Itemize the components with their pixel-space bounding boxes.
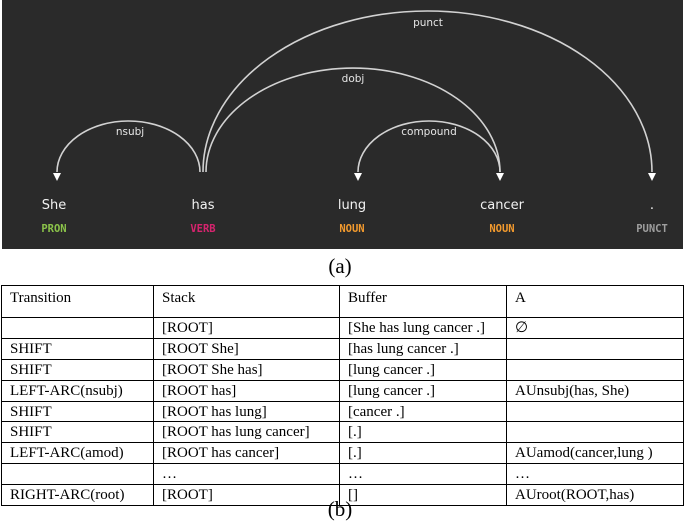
table-cell: AUnsubj(has, She) bbox=[506, 379, 684, 402]
column-header: Stack bbox=[153, 285, 340, 318]
table-cell: [] bbox=[339, 484, 507, 507]
table-cell: [ROOT She] bbox=[153, 337, 340, 360]
table-cell: [lung cancer .] bbox=[339, 379, 507, 402]
table-cell bbox=[1, 317, 154, 339]
pos-tag: PUNCT bbox=[636, 223, 668, 235]
table-cell: LEFT-ARC(amod) bbox=[1, 442, 154, 465]
table-cell bbox=[506, 358, 684, 381]
table-row: RIGHT-ARC(root)[ROOT][]AUroot(ROOT,has) bbox=[1, 484, 684, 507]
table-cell: SHIFT bbox=[1, 358, 154, 381]
table-row: SHIFT[ROOT She has][lung cancer .] bbox=[1, 358, 684, 381]
arrowhead-nsubj bbox=[53, 173, 61, 181]
table-row: LEFT-ARC(nsubj)[ROOT has][lung cancer .]… bbox=[1, 379, 684, 402]
table-cell: [.] bbox=[339, 442, 507, 465]
column-header: A bbox=[506, 285, 684, 318]
arc-compound bbox=[357, 120, 501, 173]
table-cell: [lung cancer .] bbox=[339, 358, 507, 381]
table-cell: [ROOT She has] bbox=[153, 358, 340, 381]
token-word: cancer bbox=[480, 198, 524, 213]
pos-tag: NOUN bbox=[339, 223, 364, 235]
table-cell: [ROOT has lung cancer] bbox=[153, 421, 340, 444]
arc-dobj bbox=[205, 67, 501, 173]
table-cell: [She has lung cancer .] bbox=[339, 317, 507, 339]
table-cell: LEFT-ARC(nsubj) bbox=[1, 379, 154, 402]
table-cell: SHIFT bbox=[1, 337, 154, 360]
table-cell: [ROOT has lung] bbox=[153, 400, 340, 423]
table-cell bbox=[506, 400, 684, 423]
arc-label-nsubj: nsubj bbox=[116, 126, 144, 138]
arc-nsubj bbox=[56, 120, 201, 173]
table-cell: … bbox=[506, 463, 684, 486]
pos-tag: PRON bbox=[41, 223, 66, 235]
table-cell: [.] bbox=[339, 421, 507, 444]
pos-tag: VERB bbox=[190, 223, 215, 235]
arc-punct bbox=[202, 10, 653, 173]
table-row: LEFT-ARC(amod)[ROOT has cancer][.]AUamod… bbox=[1, 442, 684, 465]
table-cell: … bbox=[339, 463, 507, 486]
table-cell: [cancer .] bbox=[339, 400, 507, 423]
table-cell: AUroot(ROOT,has) bbox=[506, 484, 684, 507]
table-cell: [ROOT] bbox=[153, 317, 340, 339]
arc-label-compound: compound bbox=[401, 126, 457, 138]
arc-label-dobj: dobj bbox=[342, 73, 365, 85]
arrowhead-compound bbox=[354, 173, 362, 181]
table-row: [ROOT][She has lung cancer .]∅ bbox=[1, 317, 684, 339]
table-body: [ROOT][She has lung cancer .]∅SHIFT[ROOT… bbox=[1, 317, 684, 507]
table-cell bbox=[506, 421, 684, 444]
table-cell: AUamod(cancer,lung ) bbox=[506, 442, 684, 465]
table-cell: [ROOT has cancer] bbox=[153, 442, 340, 465]
token-word: . bbox=[650, 198, 654, 213]
column-header: Transition bbox=[1, 285, 154, 318]
token-word: She bbox=[42, 198, 67, 213]
table-cell: RIGHT-ARC(root) bbox=[1, 484, 154, 507]
table-cell: ∅ bbox=[506, 317, 684, 339]
token-word: lung bbox=[338, 198, 366, 213]
table-cell: … bbox=[153, 463, 340, 486]
table-cell: [ROOT] bbox=[153, 484, 340, 507]
token-word: has bbox=[192, 198, 215, 213]
table-cell: [has lung cancer .] bbox=[339, 337, 507, 360]
arrowhead-punct bbox=[648, 173, 656, 181]
arc-label-punct: punct bbox=[413, 17, 443, 29]
table-row: SHIFT[ROOT She][has lung cancer .] bbox=[1, 337, 684, 360]
table-cell: SHIFT bbox=[1, 400, 154, 423]
pos-tag: NOUN bbox=[489, 223, 514, 235]
caption-a: (a) bbox=[328, 254, 352, 278]
column-header: Buffer bbox=[339, 285, 507, 318]
caption-b: (b) bbox=[327, 497, 353, 521]
table-cell bbox=[506, 337, 684, 360]
table-cell bbox=[1, 463, 154, 486]
arrowhead-dobj bbox=[496, 173, 504, 181]
table-row: SHIFT[ROOT has lung][cancer .] bbox=[1, 400, 684, 423]
table-cell: SHIFT bbox=[1, 421, 154, 444]
table-cell: [ROOT has] bbox=[153, 379, 340, 402]
table-row: ……… bbox=[1, 463, 684, 486]
table-row: SHIFT[ROOT has lung cancer][.] bbox=[1, 421, 684, 444]
